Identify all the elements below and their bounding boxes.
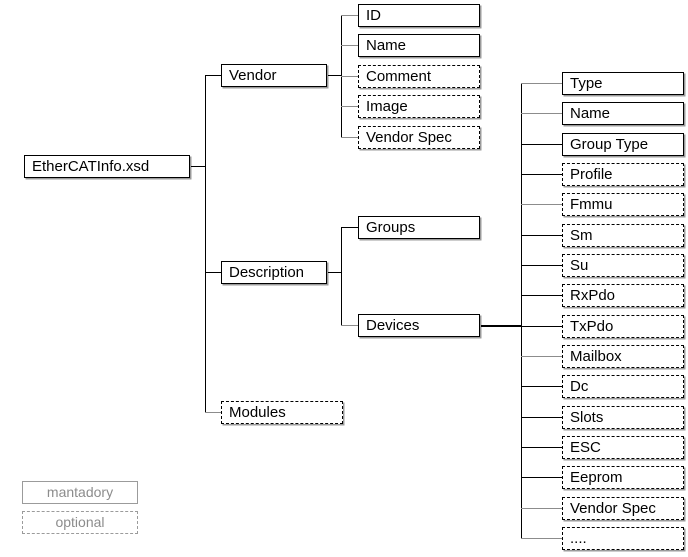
connector-trunk-to-modules [205, 412, 221, 413]
node-device-name[interactable]: Name [562, 102, 684, 125]
node-label: Profile [570, 166, 613, 183]
node-modules[interactable]: Modules [221, 401, 343, 424]
node-vendor-id[interactable]: ID [358, 4, 480, 27]
connector-devices-eeprom [521, 477, 562, 478]
node-label: Vendor Spec [366, 129, 452, 146]
legend-mandatory: mantadory [22, 481, 138, 504]
node-label: Devices [366, 317, 420, 334]
connector-vendor-to-subtrunk [328, 75, 342, 76]
node-ethercatinfo-xsd[interactable]: EtherCATInfo.xsd [24, 155, 190, 178]
node-device-vendor-spec[interactable]: Vendor Spec [562, 497, 684, 520]
node-device-profile[interactable]: Profile [562, 163, 684, 186]
node-device-dc[interactable]: Dc [562, 375, 684, 398]
node-device-su[interactable]: Su [562, 254, 684, 277]
node-vendor-name[interactable]: Name [358, 34, 480, 57]
node-label: Name [570, 105, 611, 122]
node-device-group-type[interactable]: Group Type [562, 133, 684, 156]
connector-devices-slots [521, 417, 562, 418]
node-label: .... [570, 530, 587, 547]
node-label: Image [366, 98, 408, 115]
node-vendor-vendor-spec[interactable]: Vendor Spec [358, 126, 480, 149]
node-label: Description [229, 264, 305, 281]
node-label: Group Type [570, 136, 649, 153]
node-label: Eeprom [570, 469, 623, 486]
node-vendor-image[interactable]: Image [358, 95, 480, 118]
node-label: Comment [366, 68, 432, 85]
node-label: Su [570, 257, 589, 274]
connector-vendor-name [341, 45, 359, 46]
connector-vendor-vendorspec [341, 137, 359, 138]
legend-optional: optional [22, 511, 138, 534]
node-device-more[interactable]: .... [562, 527, 684, 550]
connector-devices-dc [521, 386, 562, 387]
trunk-main [205, 75, 206, 413]
connector-devices-more [521, 538, 562, 539]
node-device-txpdo[interactable]: TxPdo [562, 315, 684, 338]
node-label: Mailbox [570, 348, 622, 365]
node-label: Modules [229, 404, 286, 421]
connector-devices-mailbox [521, 356, 562, 357]
node-label: RxPdo [570, 287, 616, 304]
node-vendor-comment[interactable]: Comment [358, 65, 480, 88]
connector-devices-su [521, 265, 562, 266]
connector-trunk-to-description [205, 272, 221, 273]
connector-devices-type [521, 83, 562, 84]
node-vendor[interactable]: Vendor [221, 64, 327, 87]
node-device-rxpdo[interactable]: RxPdo [562, 284, 684, 307]
connector-devices-profile [521, 174, 562, 175]
connector-devices-rxpdo [521, 295, 562, 296]
connector-description-to-subtrunk [328, 272, 342, 273]
node-label: ID [366, 7, 381, 24]
node-label: Vendor [229, 67, 277, 84]
node-label: Vendor Spec [570, 500, 656, 517]
trunk-description [341, 227, 342, 326]
legend-label: mantadory [46, 484, 114, 500]
node-label: TxPdo [570, 318, 614, 335]
node-device-eeprom[interactable]: Eeprom [562, 466, 684, 489]
node-label: Type [570, 75, 603, 92]
node-label: Name [366, 37, 407, 54]
node-groups[interactable]: Groups [358, 216, 480, 239]
trunk-devices [521, 83, 522, 538]
connector-devices-name [521, 113, 562, 114]
node-description[interactable]: Description [221, 261, 327, 284]
connector-devices-fmmu [521, 204, 562, 205]
node-label: Sm [570, 227, 593, 244]
connector-devices-esc [521, 447, 562, 448]
node-label: Dc [570, 378, 589, 395]
node-device-fmmu[interactable]: Fmmu [562, 193, 684, 216]
connector-vendor-comment [341, 76, 359, 77]
node-label: ESC [570, 439, 601, 456]
connector-vendor-id [341, 15, 359, 16]
node-device-type[interactable]: Type [562, 72, 684, 95]
connector-devices-group-type [521, 144, 562, 145]
node-label: EtherCATInfo.xsd [32, 158, 150, 175]
node-label: Slots [570, 409, 604, 426]
node-label: Fmmu [570, 196, 613, 213]
connector-root-to-trunk [191, 166, 206, 167]
node-device-esc[interactable]: ESC [562, 436, 684, 459]
node-label: Groups [366, 219, 416, 236]
connector-description-groups [341, 227, 359, 228]
connector-devices-vendorspec [521, 508, 562, 509]
connector-devices-sm [521, 235, 562, 236]
node-device-slots[interactable]: Slots [562, 406, 684, 429]
connector-devices-txpdo [521, 326, 562, 327]
connector-vendor-image [341, 106, 359, 107]
node-device-sm[interactable]: Sm [562, 224, 684, 247]
node-device-mailbox[interactable]: Mailbox [562, 345, 684, 368]
node-devices[interactable]: Devices [358, 314, 480, 337]
legend-label: optional [55, 514, 105, 530]
connector-trunk-to-vendor [205, 75, 221, 76]
connector-devices-to-subtrunk [481, 325, 522, 327]
connector-description-devices [341, 325, 359, 326]
